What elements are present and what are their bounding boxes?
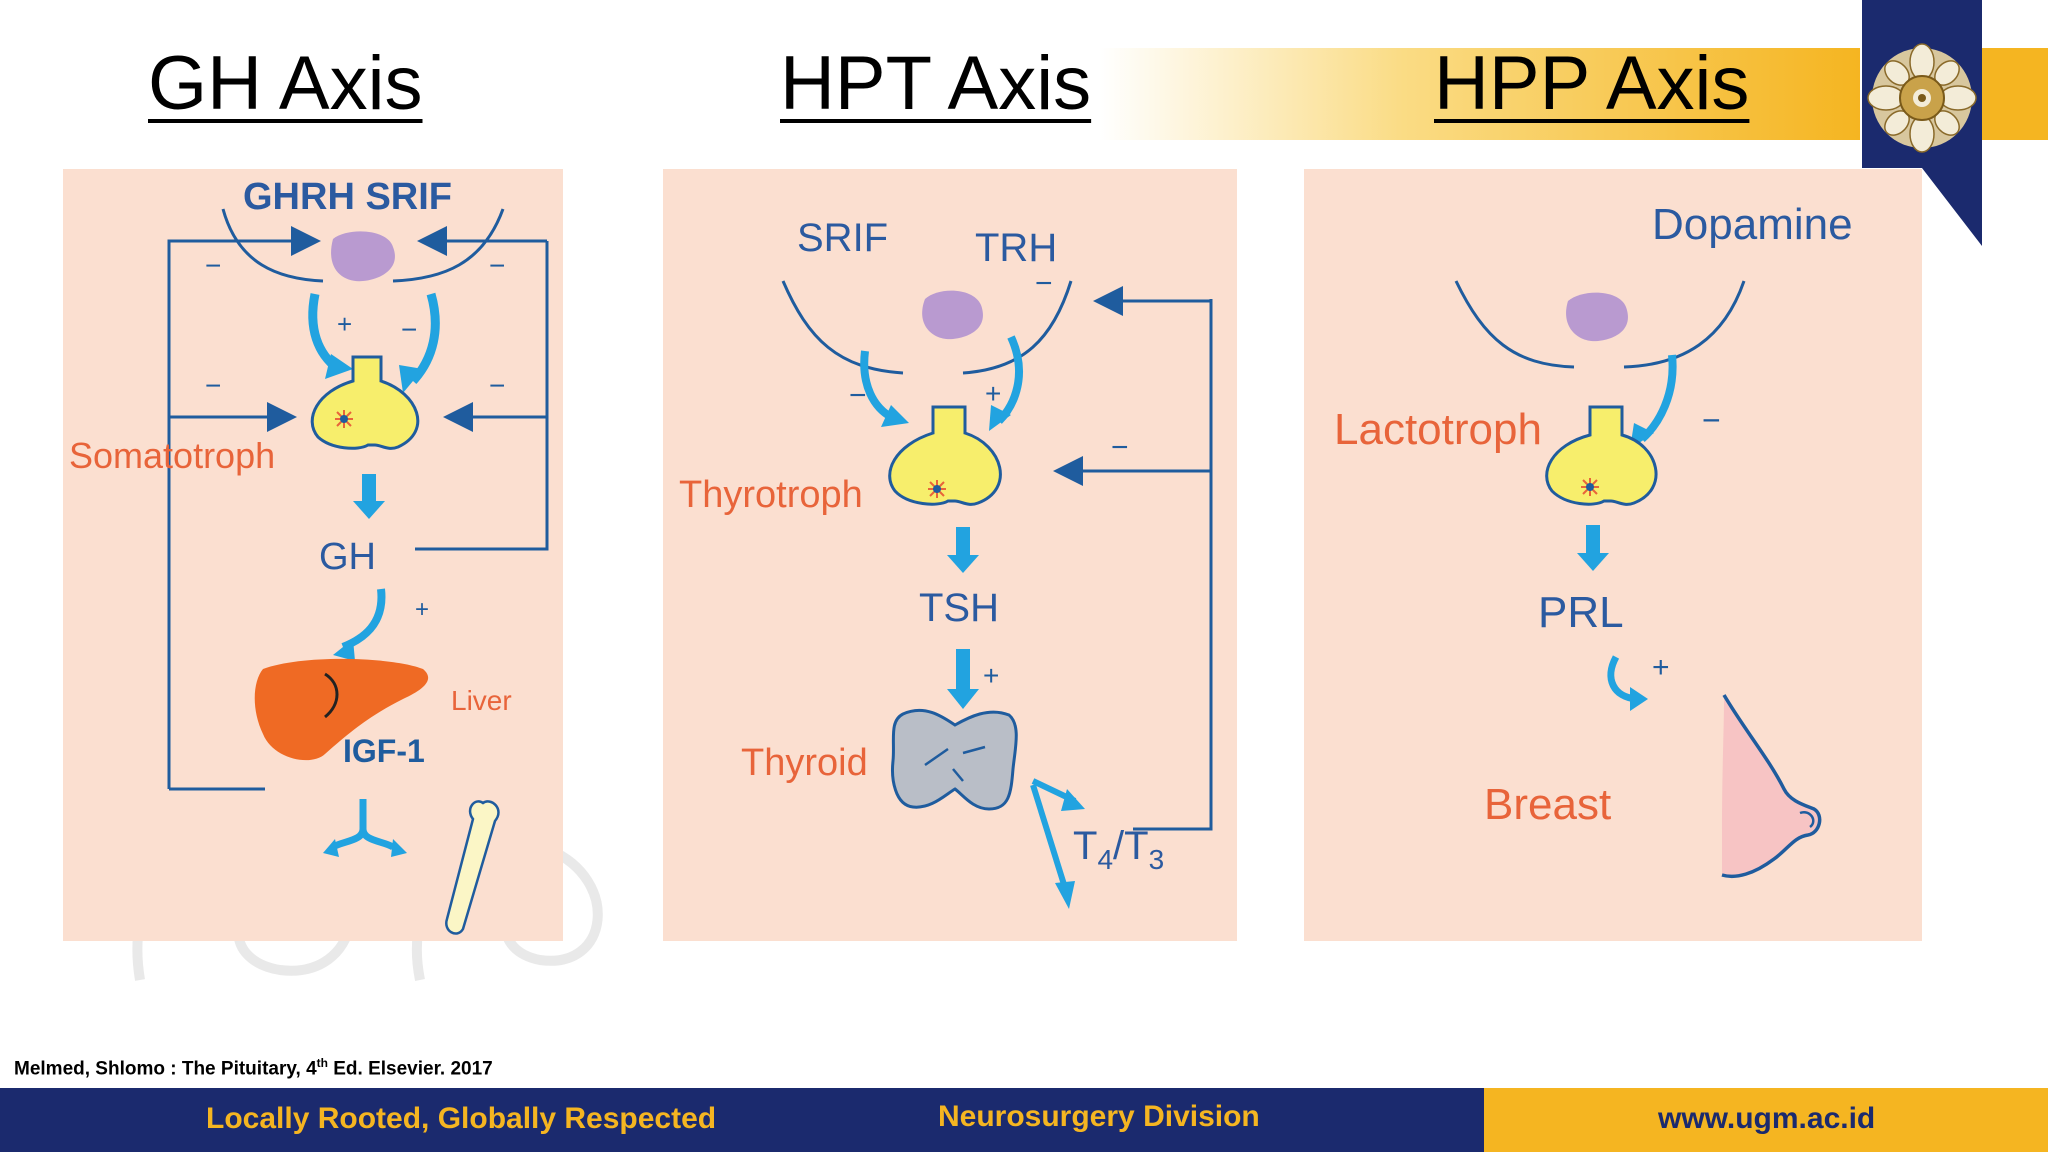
footer-gold-block <box>1484 1088 2048 1152</box>
header-gold-band <box>1980 48 2048 140</box>
hpp-hypothalamus-icon <box>1566 292 1628 342</box>
hpt-feedback-line <box>1133 299 1213 831</box>
t4-t3-label: T4/T3 <box>1073 824 1164 875</box>
hpt-hypothalamus-curve-right <box>962 280 1073 375</box>
liver-icon <box>254 658 429 761</box>
university-seal-icon <box>1867 43 1977 153</box>
citation: Melmed, Shlomo : The Pituitary, 4th Ed. … <box>14 1056 493 1080</box>
hpp-plus-breast: + <box>1652 651 1670 684</box>
gh-axis-title: GH Axis <box>148 41 423 126</box>
gh-minus-mid-left: − <box>205 370 221 401</box>
gh-outer-feedback-left <box>167 226 321 789</box>
gh-plus-liver: + <box>415 596 429 623</box>
breast-label: Breast <box>1484 780 1611 829</box>
hpp-axis-title: HPP Axis <box>1434 41 1750 126</box>
igf1-label: IGF-1 <box>343 733 425 769</box>
hpt-plus-thyroid: + <box>983 660 999 691</box>
igf-arrow-right <box>391 839 407 857</box>
footer-website-link[interactable]: www.ugm.ac.id <box>1658 1102 1876 1135</box>
thyroid-label: Thyroid <box>741 742 868 784</box>
hpt-srif-label: SRIF <box>797 216 888 260</box>
gh-liver-arrow <box>341 588 386 651</box>
tsh-down-arrow <box>947 555 979 573</box>
prl-label: PRL <box>1538 588 1624 637</box>
somatotroph-label: Somatotroph <box>69 435 275 476</box>
t4-arrow-down <box>1030 784 1069 892</box>
gh-outer-feedback-right <box>415 241 549 551</box>
gh-hormone-label: GH <box>319 536 376 578</box>
prl-down-arrow <box>1577 553 1609 571</box>
hpt-hypothalamus-icon <box>922 290 983 340</box>
igf-arrow-left <box>323 839 339 857</box>
gh-minus-srif: − <box>401 314 417 345</box>
breast-icon <box>1721 694 1822 879</box>
dopamine-arrow <box>1639 354 1677 442</box>
gh-axis-panel: − − + − − − + GHRH SRIF Somatotroph GH L… <box>63 169 563 941</box>
trh-label: TRH <box>975 226 1057 270</box>
footer-division: Neurosurgery Division <box>938 1100 1260 1133</box>
header-gradient-band <box>1100 48 1860 140</box>
thyrotroph-label: Thyrotroph <box>679 474 863 516</box>
liver-label: Liver <box>451 685 512 716</box>
hpp-hypothalamus-curve-right <box>1623 280 1746 369</box>
hpt-hypothalamus-curve-left <box>781 280 904 375</box>
gh-hypothalamus-curve-left <box>221 208 324 283</box>
logo-banner-tip <box>1922 168 1982 246</box>
gh-minus-top-left: − <box>205 250 221 281</box>
bone-icon <box>445 800 500 935</box>
thyroid-icon <box>891 708 1018 811</box>
gh-minus-top-right: − <box>489 250 505 281</box>
gh-plus-ghrh: + <box>337 309 352 339</box>
dopamine-label: Dopamine <box>1652 200 1853 249</box>
hpt-trh-arrow <box>996 335 1023 424</box>
hpp-axis-panel: − + Dopamine Lactotroph PRL Breast <box>1304 169 1922 941</box>
hpt-axis-diagram: − − + − + SRIF TRH Thyrotroph TSH Thyroi… <box>679 216 1213 909</box>
gh-hypothalamus-curve-right <box>392 208 505 283</box>
hpp-hypothalamus-curve-left <box>1454 280 1575 369</box>
breast-shading <box>1722 699 1820 877</box>
hpp-minus-dopamine: − <box>1702 402 1721 438</box>
hpp-axis-diagram: − + Dopamine Lactotroph PRL Breast <box>1334 200 1853 879</box>
thyroid-down-arrow <box>947 689 979 709</box>
tsh-label: TSH <box>919 586 999 630</box>
hpt-minus-feedback-mid: − <box>1111 431 1129 464</box>
gh-top-hormones-label: GHRH SRIF <box>243 176 452 218</box>
hpt-axis-title: HPT Axis <box>780 41 1092 126</box>
lactotroph-label: Lactotroph <box>1334 405 1542 454</box>
hpp-pituitary-icon <box>1545 405 1658 506</box>
footer-slogan: Locally Rooted, Globally Respected <box>206 1102 717 1135</box>
gh-down-arrow <box>353 501 385 519</box>
hpt-plus-trh: + <box>985 378 1001 409</box>
hpt-axis-panel: − − + − + SRIF TRH Thyrotroph TSH Thyroi… <box>663 169 1237 941</box>
gh-axis-diagram: − − + − − − + GHRH SRIF Somatotroph GH L… <box>69 176 549 935</box>
gh-hypothalamus-icon <box>331 231 395 282</box>
gh-minus-mid-right: − <box>489 370 505 401</box>
hpt-pituitary-icon <box>888 405 1002 506</box>
hpt-minus-feedback-top: − <box>1035 267 1053 300</box>
hpt-minus-srif: − <box>849 379 867 412</box>
university-logo-banner <box>1862 0 1982 168</box>
